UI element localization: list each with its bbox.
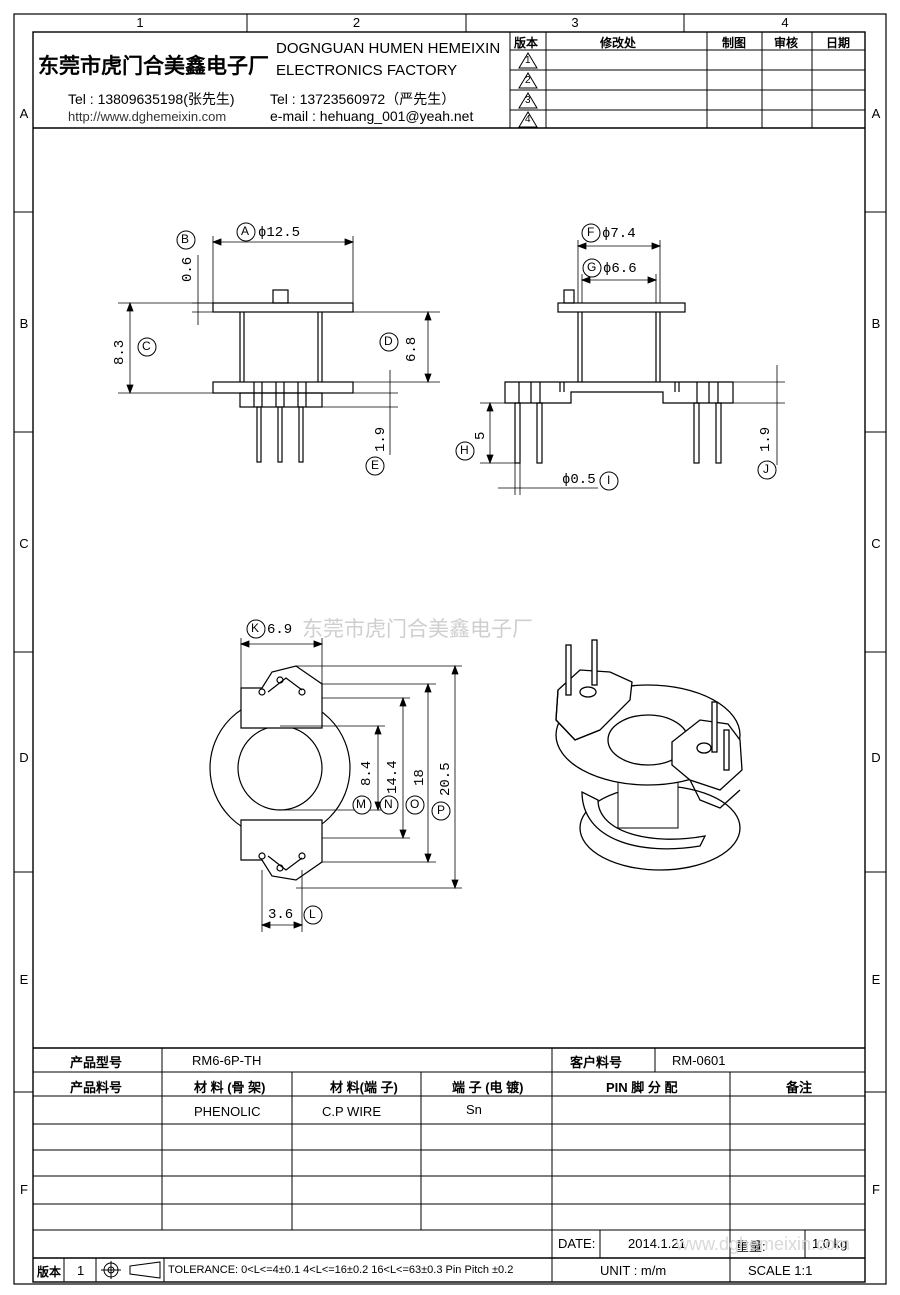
dim-value-k: 6.9 <box>267 622 293 638</box>
label-product-model: 产品型号 <box>70 1055 123 1070</box>
zone-row-d-right: D <box>871 750 881 765</box>
dim-letter-o: O <box>410 797 420 811</box>
dim-letter-h: H <box>460 443 469 457</box>
company-name-en-line2: ELECTRONICS FACTORY <box>276 62 458 79</box>
dim-letter-k: K <box>251 621 260 635</box>
zone-column-4: 4 <box>781 15 789 30</box>
dim-letter-l: L <box>309 907 316 921</box>
dim-value-g: ϕ6.6 <box>603 261 637 277</box>
zone-row-e-right: E <box>871 972 881 987</box>
label-version: 版本 <box>37 1265 62 1279</box>
value-customer-pn: RM-0601 <box>672 1053 726 1068</box>
zone-column-2: 2 <box>352 15 361 30</box>
dim-value-p: 20.5 <box>438 762 454 796</box>
dim-letter-c: C <box>142 339 151 353</box>
dim-value-h: 5 <box>473 431 489 440</box>
company-website-link[interactable]: http://www.dghemeixin.com <box>68 109 227 124</box>
dim-value-m: 8.4 <box>359 760 375 786</box>
projection-symbol-icon <box>103 1262 121 1280</box>
watermark-website: www.dghemeixin.com <box>676 1234 851 1254</box>
value-weight: 1.0 kg <box>812 1236 848 1251</box>
dim-letter-a: A <box>241 224 250 238</box>
revision-header-change: 修改处 <box>600 36 637 50</box>
revision-header-drawn: 制图 <box>722 36 747 50</box>
zone-column-1: 1 <box>136 15 144 30</box>
value-material-terminal: C.P WIRE <box>322 1104 381 1119</box>
company-email-link[interactable]: e-mail : hehuang_001@yeah.net <box>270 108 474 124</box>
label-customer-pn: 客户料号 <box>570 1055 623 1070</box>
dim-value-o: 18 <box>412 769 428 786</box>
dim-letter-m: M <box>356 797 366 811</box>
revision-header-checked: 审核 <box>774 36 799 50</box>
label-weight: 重量: <box>736 1239 766 1254</box>
dim-letter-g: G <box>587 260 597 274</box>
zone-row-b-left: B <box>19 316 29 331</box>
dim-value-f: ϕ7.4 <box>602 226 636 242</box>
dim-value-i: ϕ0.5 <box>562 472 596 488</box>
revision-mark-2: 2 <box>525 75 531 86</box>
label-product-pn: 产品料号 <box>70 1080 123 1095</box>
label-pin-assignment: PIN 脚 分 配 <box>606 1080 678 1095</box>
revision-header-date: 日期 <box>826 36 851 50</box>
dim-value-a: ϕ12.5 <box>258 225 301 241</box>
zone-row-f-right: F <box>872 1182 880 1197</box>
contact-tel-1: Tel : 13809635198(张先生) <box>68 91 235 107</box>
zone-row-b-right: B <box>871 316 881 331</box>
dim-letter-j: J <box>763 462 769 476</box>
dim-letter-b: B <box>181 232 190 246</box>
label-plating: 端 子 (电 镀) <box>452 1080 524 1095</box>
zone-row-d-left: D <box>19 750 29 765</box>
zone-row-a-left: A <box>19 106 29 121</box>
dim-letter-e: E <box>371 458 380 472</box>
value-date: 2014.1.21 <box>628 1236 686 1251</box>
dim-value-e: 1.9 <box>373 426 389 452</box>
zone-row-a-right: A <box>871 106 881 121</box>
contact-tel-2: Tel : 13723560972（严先生） <box>270 91 456 107</box>
value-version: 1 <box>77 1263 85 1278</box>
dim-letter-n: N <box>384 797 393 811</box>
tolerance-note: TOLERANCE: 0<L<=4±0.1 4<L<=16±0.2 16<L<=… <box>168 1264 514 1276</box>
zone-row-c-right: C <box>871 536 881 551</box>
label-material-terminal: 材 料(端 子) <box>330 1080 398 1095</box>
revision-header-version: 版本 <box>514 36 539 50</box>
value-plating: Sn <box>466 1102 482 1117</box>
value-unit: UNIT : m/m <box>600 1263 667 1278</box>
label-remark: 备注 <box>786 1080 813 1095</box>
revision-mark-3: 3 <box>525 95 531 106</box>
label-material-bobbin: 材 料 (骨 架) <box>194 1080 266 1095</box>
dim-value-l: 3.6 <box>268 907 294 923</box>
company-name-en-line1: DOGNGUAN HUMEN HEMEIXIN <box>276 40 501 57</box>
zone-row-c-left: C <box>19 536 29 551</box>
label-date: DATE: <box>558 1236 596 1251</box>
dim-value-d: 6.8 <box>404 336 420 362</box>
revision-mark-4: 4 <box>525 114 531 125</box>
watermark-company: 东莞市虎门合美鑫电子厂 <box>302 617 533 641</box>
zone-column-3: 3 <box>571 15 579 30</box>
revision-mark-1: 1 <box>525 55 531 66</box>
dim-value-c: 8.3 <box>112 339 128 365</box>
dim-value-b: 0.6 <box>180 256 196 282</box>
dim-letter-p: P <box>437 803 446 817</box>
zone-row-e-left: E <box>19 972 29 987</box>
company-name-cn: 东莞市虎门合美鑫电子厂 <box>38 53 269 78</box>
dim-letter-f: F <box>587 225 595 239</box>
value-product-model: RM6-6P-TH <box>192 1053 262 1068</box>
dim-value-n: 14.4 <box>385 760 401 794</box>
zone-row-f-left: F <box>20 1182 28 1197</box>
value-scale: SCALE 1:1 <box>748 1263 813 1278</box>
dim-letter-i: I <box>607 473 611 487</box>
value-material-bobbin: PHENOLIC <box>194 1104 261 1119</box>
dim-value-j: 1.9 <box>758 426 774 452</box>
dim-letter-d: D <box>384 334 393 348</box>
